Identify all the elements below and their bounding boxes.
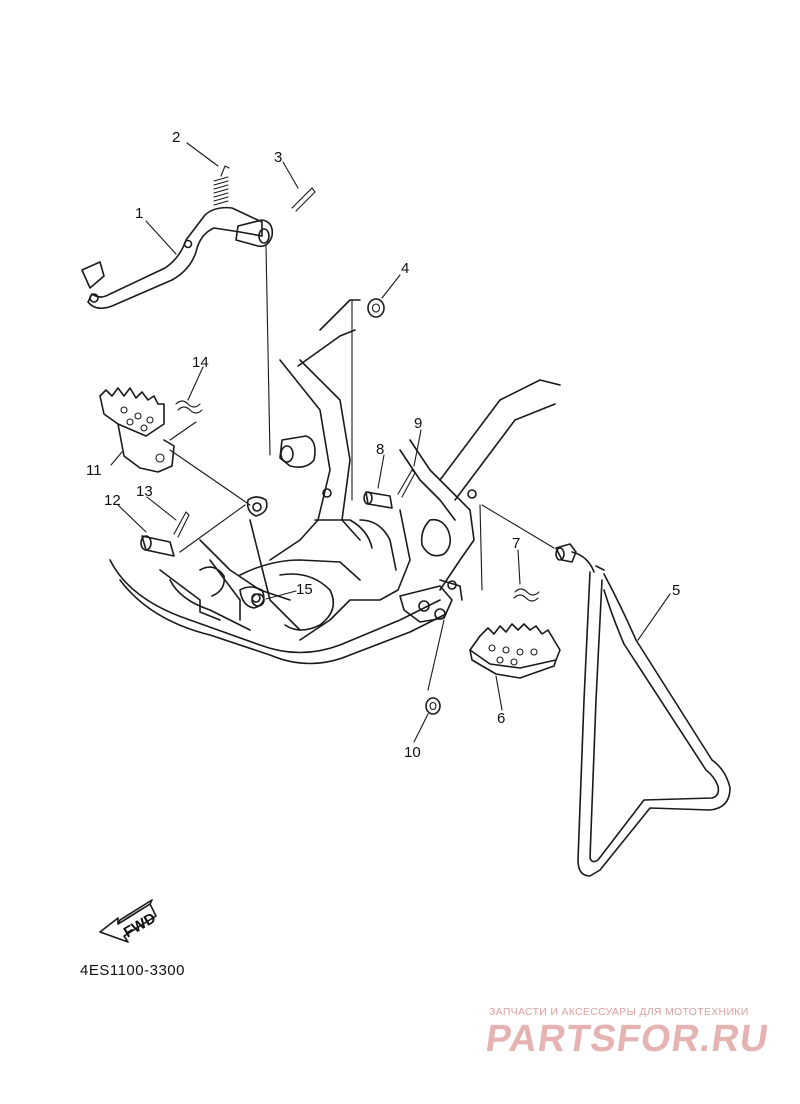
callout-7: 7 — [512, 535, 520, 552]
spring-7 — [513, 588, 540, 602]
spring-2 — [213, 165, 230, 206]
cotter-pin-13 — [173, 511, 190, 538]
callout-3: 3 — [274, 149, 282, 166]
spring-14 — [175, 400, 203, 414]
washer-10 — [425, 697, 441, 715]
fwd-arrow-icon: FWD — [99, 899, 159, 943]
cotter-pin-9 — [397, 469, 416, 498]
washer-15 — [251, 593, 265, 607]
bolt-12 — [140, 535, 175, 557]
brake-pedal — [81, 206, 274, 310]
callout-5: 5 — [672, 582, 680, 599]
callout-numbers: 1 2 3 4 5 6 7 8 9 10 11 12 13 14 15 — [86, 129, 680, 761]
part-code: 4ES1100-3300 — [80, 962, 185, 979]
callout-9: 9 — [414, 415, 422, 432]
callout-2: 2 — [172, 129, 180, 146]
callout-13: 13 — [136, 483, 153, 500]
callout-6: 6 — [497, 710, 505, 727]
callout-10: 10 — [404, 744, 421, 761]
watermark-tagline: ЗАПЧАСТИ И АКСЕССУАРЫ ДЛЯ МОТОТЕХНИКИ — [489, 1006, 749, 1018]
callout-12: 12 — [104, 492, 121, 509]
callout-14: 14 — [192, 354, 209, 371]
washer-4 — [367, 298, 385, 318]
callout-4: 4 — [401, 260, 409, 277]
footrest-right — [469, 623, 561, 679]
callout-1: 1 — [135, 205, 143, 222]
stand-5 — [555, 543, 731, 877]
callout-11: 11 — [86, 462, 102, 479]
frame — [109, 299, 561, 665]
leader-lines — [169, 245, 555, 691]
callout-8: 8 — [376, 441, 384, 458]
watermark-logo: PARTSFOR.RU — [483, 1018, 772, 1060]
callout-leaders — [110, 142, 671, 743]
callout-15: 15 — [296, 581, 313, 598]
bolt-8 — [363, 491, 393, 509]
cotter-pin-3 — [291, 187, 316, 212]
footrest-left — [99, 387, 175, 473]
